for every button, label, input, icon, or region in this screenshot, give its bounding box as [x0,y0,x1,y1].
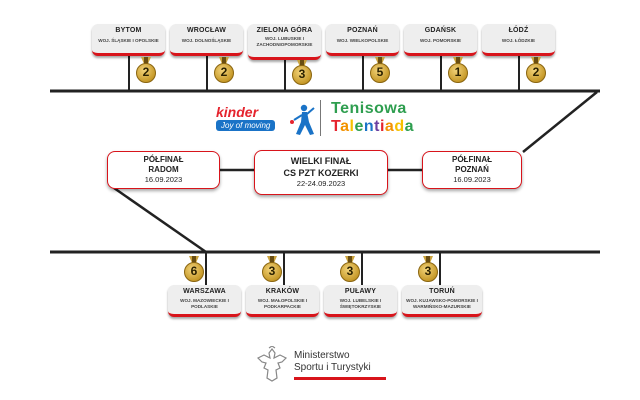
semifinal-date: 16.09.2023 [453,175,491,184]
city-name: WARSZAWA [183,288,226,295]
city-card-gdansk: GDAŃSK WOJ. POMORSKIE [404,24,477,56]
medal-ribbon-icon [297,60,307,67]
semifinal-radom-box: PÓŁFINAŁ RADOM 16.09.2023 [107,151,220,189]
medal-icon: 2 [526,63,546,83]
logo-tenisowa: Tenisowa [331,100,407,117]
city-card-warszawa: WARSZAWA WOJ. MAZOWIECKIE I PODLASKIE [168,285,241,317]
city-name: ŁÓDŹ [508,27,529,34]
semifinal-city: POZNAŃ [455,165,489,174]
city-card-lodz: ŁÓDŹ WOJ. ŁÓDZKIE [482,24,555,56]
semifinal-poznan-box: PÓŁFINAŁ POZNAŃ 16.09.2023 [422,151,522,189]
city-name: ZIELONA GÓRA [256,27,313,34]
city-card-torun: TORUŃ WOJ. KUJAWSKO-POMORSKIE I WARMIŃSK… [402,285,482,317]
medal-ribbon-icon [141,57,151,64]
city-name: PUŁAWY [344,288,377,295]
city-name: KRAKÓW [265,288,300,295]
city-region: WOJ. DOLNOŚLĄSKIE [181,38,232,43]
medal-icon: 3 [418,262,438,282]
grand-final-box: WIELKI FINAŁ CS PZT KOZERKI 22-24.09.202… [254,150,388,195]
final-date: 22-24.09.2023 [296,179,346,188]
medal-ribbon-icon [219,57,229,64]
final-venue: CS PZT KOZERKI [283,168,359,178]
radom-connector [113,186,207,254]
city-region: WOJ. KUJAWSKO-POMORSKIE I WARMIŃSKO-MAZU… [406,298,478,309]
poznan-connector [522,91,598,153]
medal-ribbon-icon [423,256,433,263]
city-card-krakow: KRAKÓW WOJ. MAŁOPOLSKIE I PODKARPACKIE [246,285,319,317]
city-name: WROCŁAW [186,27,227,34]
flag-stripe [294,377,386,380]
city-region: WOJ. ŚLĄSKIE I OPOLSKIE [98,38,159,43]
city-region: WOJ. MAZOWIECKIE I PODLASKIE [180,298,229,309]
medal-icon: 3 [262,262,282,282]
final-title: WIELKI FINAŁ [290,156,352,166]
city-name: POZNAŃ [347,27,378,34]
logo-divider [320,100,321,136]
tennis-player-icon [290,104,315,135]
medal-ribbon-icon [375,57,385,64]
medal-ribbon-icon [189,256,199,263]
medal-icon: 3 [292,65,312,85]
semifinal-city: RADOM [148,165,179,174]
medal-ribbon-icon [267,256,277,263]
logo-talentiada: Talentiada [331,118,414,136]
city-card-poznan: POZNAŃ WOJ. WIELKOPOLSKIE [326,24,399,56]
city-region: WOJ. ŁÓDZKIE [501,38,536,43]
semifinal-title: PÓŁFINAŁ [452,155,492,164]
logo-talentiada-text: Talentiada [331,118,415,135]
kinder-wordmark: kinder [216,104,259,120]
city-card-zielona-gora: ZIELONA GÓRA WOJ. LUBUSKIE I ZACHODNIOPO… [248,24,321,60]
city-name: GDAŃSK [424,27,457,34]
city-region: WOJ. MAŁOPOLSKIE I PODKARPACKIE [257,298,308,309]
city-name: TORUŃ [429,288,455,295]
city-region: WOJ. POMORSKIE [419,38,462,43]
city-card-bytom: BYTOM WOJ. ŚLĄSKIE I OPOLSKIE [92,24,165,56]
city-card-wroclaw: WROCŁAW WOJ. DOLNOŚLĄSKIE [170,24,243,56]
ministry-line1: Ministerstwo [294,350,350,361]
ministry-line2: Sportu i Turystyki [294,362,371,373]
medal-icon: 2 [214,63,234,83]
city-name: BYTOM [115,27,142,34]
medal-ribbon-icon [453,57,463,64]
polish-eagle-icon [256,346,288,382]
city-region: WOJ. WIELKOPOLSKIE [336,38,389,43]
semifinal-title: PÓŁFINAŁ [143,155,184,164]
city-card-pulawy: PUŁAWY WOJ. LUBELSKIE I ŚWIĘTOKRZYSKIE [324,285,397,317]
city-region: WOJ. LUBUSKIE I ZACHODNIOPOMORSKIE [256,36,313,47]
medal-icon: 1 [448,63,468,83]
medal-icon: 3 [340,262,360,282]
medal-icon: 5 [370,63,390,83]
medal-ribbon-icon [531,57,541,64]
kinder-logo: kinder Joy of moving [216,104,316,138]
city-region: WOJ. LUBELSKIE I ŚWIĘTOKRZYSKIE [339,298,382,309]
medal-icon: 2 [136,63,156,83]
medal-icon: 6 [184,262,204,282]
ministry-logo: Ministerstwo Sportu i Turystyki [256,346,396,386]
semifinal-date: 16.09.2023 [144,175,183,184]
kinder-tagline: Joy of moving [216,120,276,131]
medal-ribbon-icon [345,256,355,263]
